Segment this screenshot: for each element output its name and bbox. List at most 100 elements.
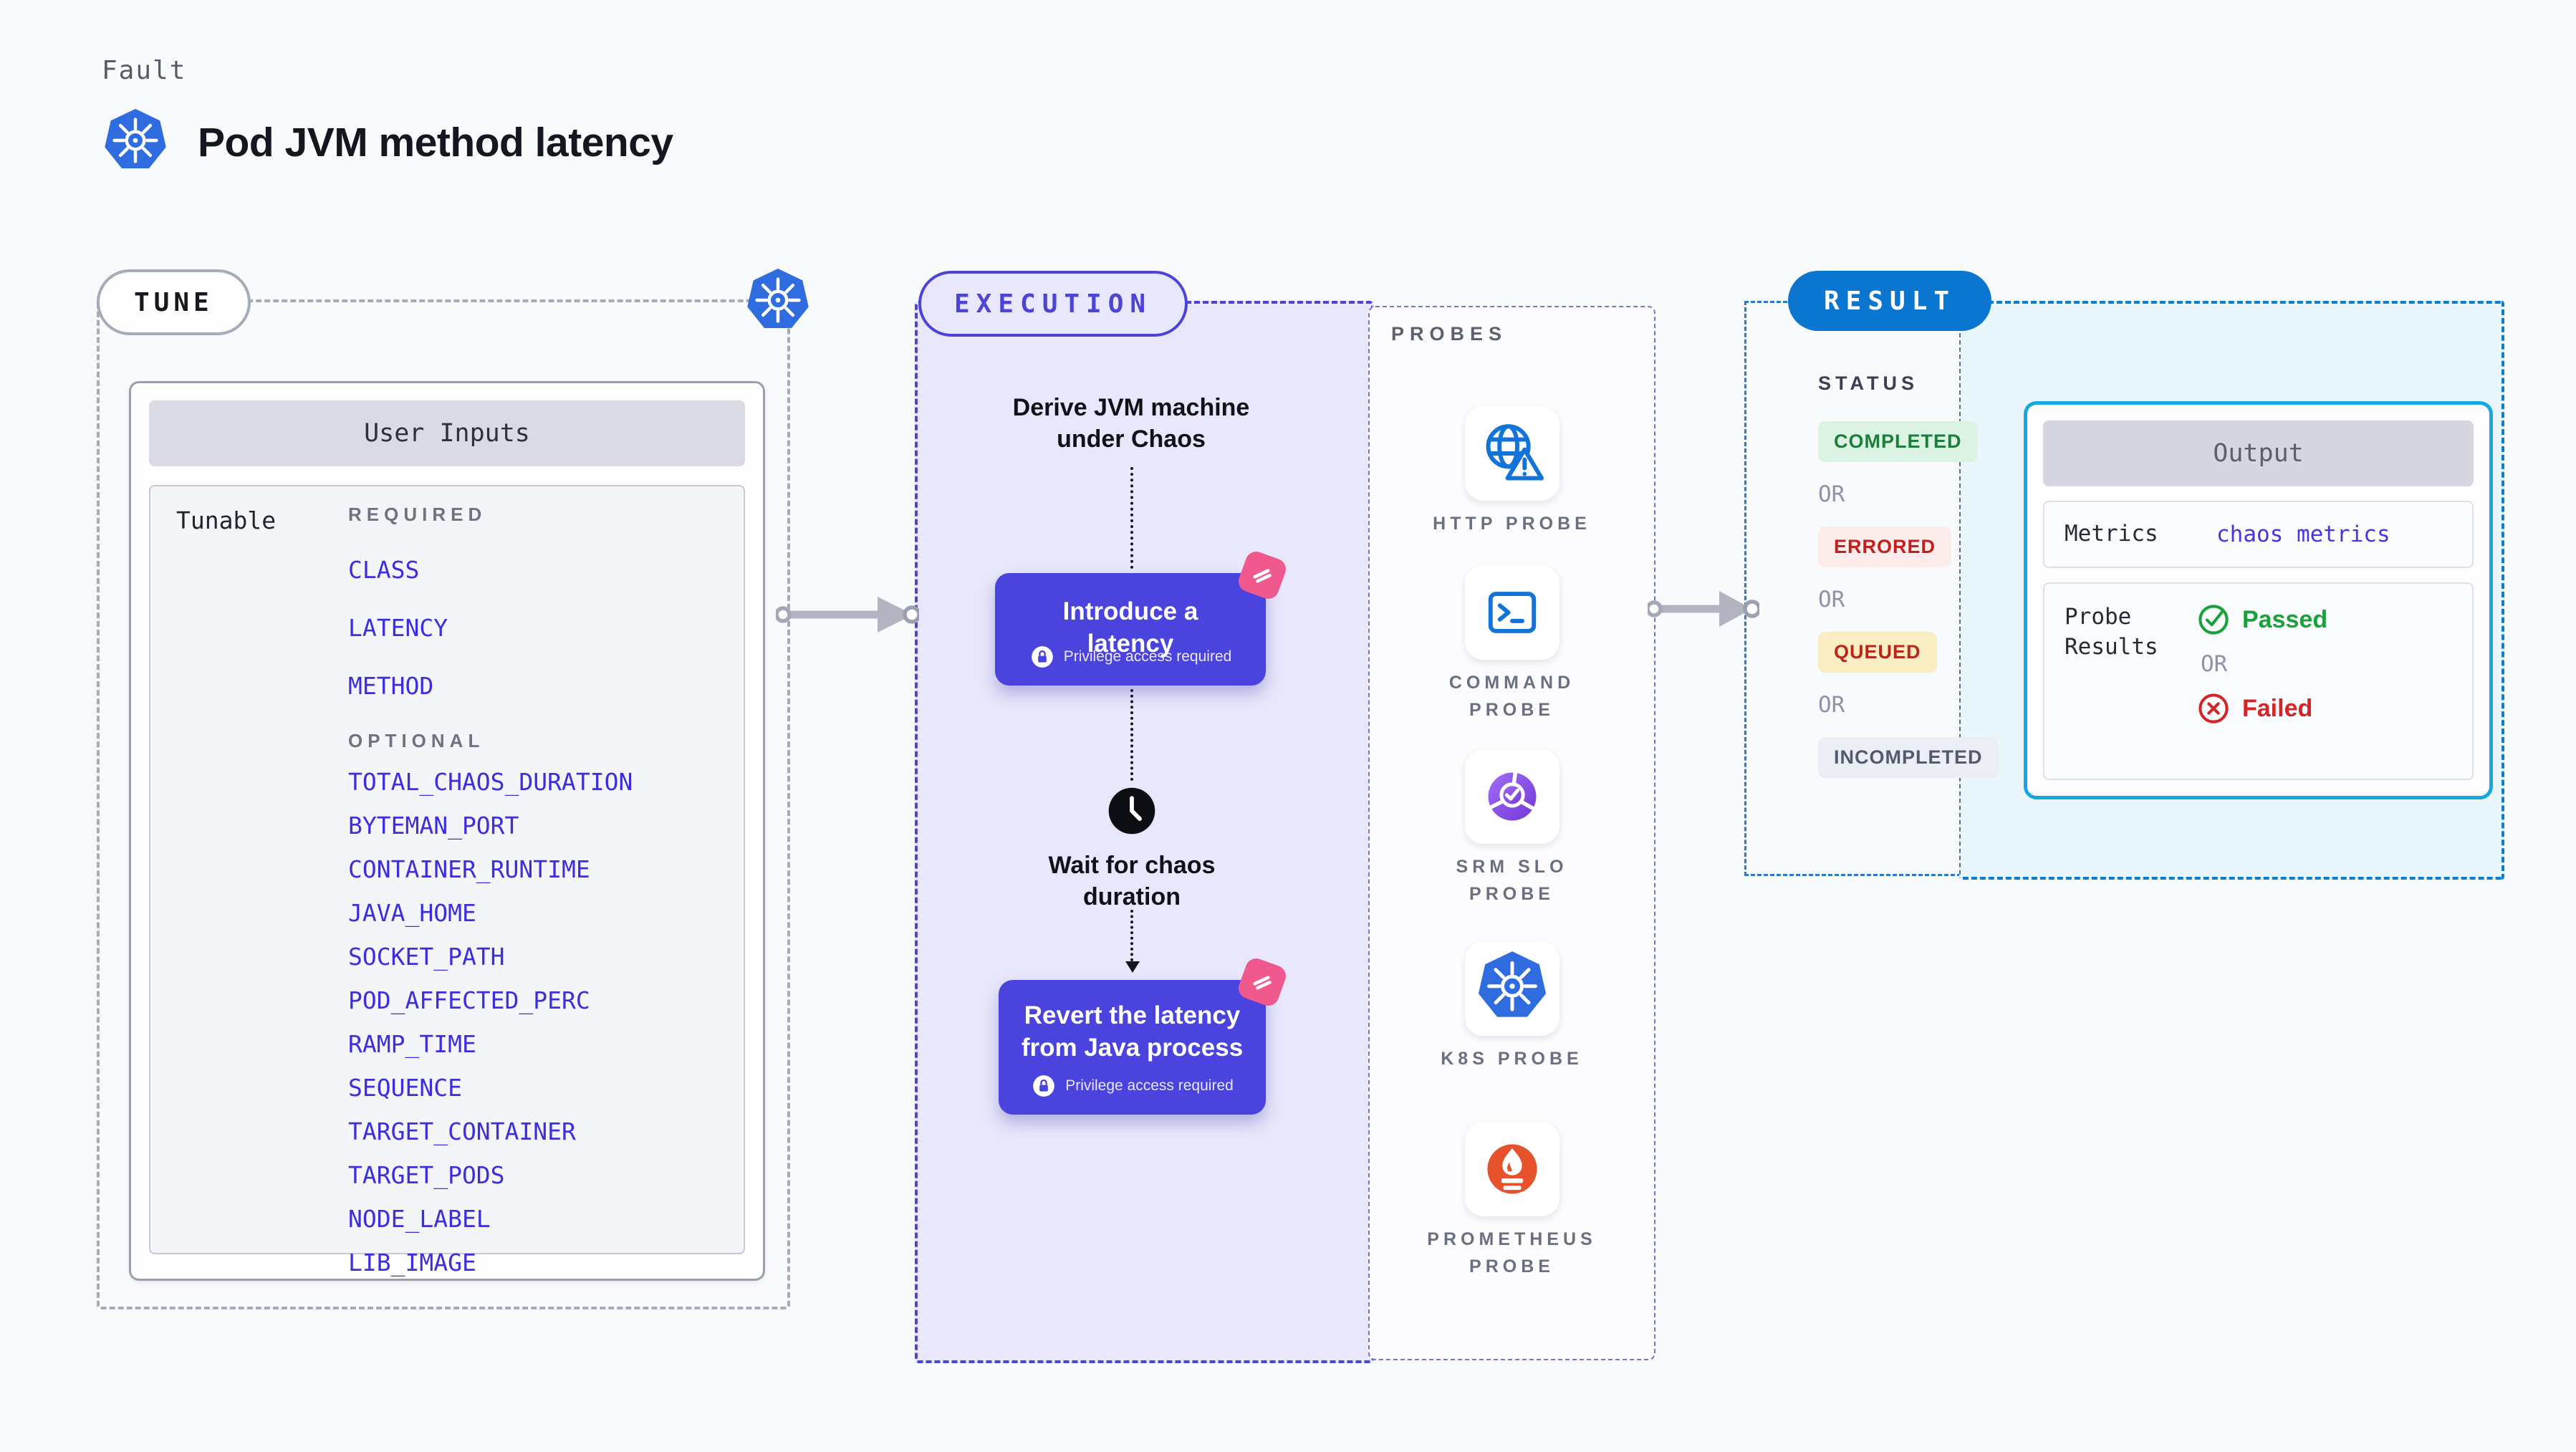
arrow-execution-to-result — [1648, 591, 1759, 627]
connector-introduce-to-wait — [1130, 689, 1133, 781]
tunable-row-label: Tunable — [176, 506, 277, 534]
failed-line: Failed — [2196, 691, 2327, 726]
passed-label: Passed — [2242, 605, 2328, 633]
execution-section-pill: EXECUTION — [918, 271, 1188, 337]
user-inputs-card: User Inputs Tunable REQUIRED CLASS LATEN… — [129, 381, 765, 1281]
execution-section-box — [915, 301, 1374, 1363]
x-circle-icon — [2196, 691, 2231, 726]
or-label: OR — [2201, 651, 2228, 677]
lock-icon — [1029, 644, 1055, 670]
probes-panel-label: PROBES — [1391, 323, 1508, 345]
arrow-tune-to-execution — [776, 597, 919, 633]
tune-section-box — [97, 299, 790, 1309]
globe-alert-icon — [1474, 415, 1551, 492]
tunable-groups: REQUIRED CLASS LATENCY METHOD OPTIONAL T… — [348, 504, 732, 1276]
probe-item: HTTP PROBE — [1370, 406, 1654, 538]
wait-for-chaos-text: Wait for chaos duration — [1048, 852, 1216, 911]
probe-results-row: Probe Results Passed OR Failed — [2043, 582, 2474, 780]
step-title: Introduce a latency — [1062, 597, 1198, 658]
tunable-group-label: REQUIRED — [348, 504, 487, 525]
status-list: COMPLETED OR ERRORED OR QUEUED OR INCOMP… — [1818, 421, 1999, 778]
fault-kicker: Fault — [102, 56, 187, 85]
connector-wait-to-revert — [1125, 910, 1140, 973]
or-label: OR — [1818, 692, 1845, 718]
status-badge: INCOMPLETED — [1818, 737, 1999, 778]
probe-icon-card — [1464, 565, 1559, 660]
probe-icon-card — [1464, 941, 1559, 1036]
probe-results-label: Probe Results — [2065, 604, 2158, 660]
k8s-icon — [1474, 950, 1551, 1027]
prometheus-icon — [1474, 1130, 1551, 1208]
probe-label: PROMETHEUS PROBE — [1427, 1229, 1597, 1276]
tunable-item[interactable]: POD_AFFECTED_PERC — [348, 986, 590, 1014]
status-badge: COMPLETED — [1818, 421, 1978, 462]
status-badge: QUEUED — [1818, 632, 1937, 673]
output-title: Output — [2043, 420, 2474, 486]
tunable-list-panel: Tunable REQUIRED CLASS LATENCY METHOD OP… — [149, 485, 745, 1276]
wait-clock — [1107, 787, 1156, 835]
tunable-item[interactable]: SEQUENCE — [348, 1074, 462, 1102]
kubernetes-icon — [743, 266, 813, 339]
or-label: OR — [1818, 587, 1845, 612]
step-title: Revert the latency from Java process — [1021, 1001, 1244, 1062]
kubernetes-icon — [100, 106, 170, 179]
probe-label: COMMAND PROBE — [1448, 673, 1575, 720]
probe-label: HTTP PROBE — [1433, 514, 1591, 534]
metrics-value: chaos metrics — [2216, 521, 2390, 547]
tunable-item[interactable]: BYTEMAN_PORT — [348, 812, 519, 840]
tunable-group: OPTIONAL TOTAL_CHAOS_DURATION BYTEMAN_PO… — [348, 730, 732, 1276]
tunable-item[interactable]: LATENCY — [348, 614, 448, 642]
probe-item: SRM SLO PROBE — [1370, 749, 1654, 908]
chaos-icon — [1242, 555, 1282, 595]
introduce-latency-card: Introduce a latency Privilege access req… — [995, 548, 1289, 686]
tunable-item[interactable]: TARGET_PODS — [348, 1161, 505, 1189]
probes-panel: PROBES HTTP PROBE COMMAND PROBE SRM SLO … — [1368, 306, 1655, 1360]
status-title: STATUS — [1818, 372, 1918, 394]
check-circle-icon — [2196, 602, 2231, 637]
probe-icon-card — [1464, 406, 1559, 501]
result-section-pill: RESULT — [1788, 271, 1992, 331]
output-card: Output Metrics chaos metrics Probe Resul… — [2024, 401, 2493, 799]
probe-item: PROMETHEUS PROBE — [1370, 1122, 1654, 1280]
probe-label: SRM SLO PROBE — [1456, 857, 1568, 904]
tunable-group-label: OPTIONAL — [348, 730, 485, 751]
tunable-item[interactable]: NODE_LABEL — [348, 1205, 491, 1233]
tunable-item[interactable]: CONTAINER_RUNTIME — [348, 855, 590, 883]
page-header: Pod JVM method latency — [100, 106, 673, 179]
probe-item: COMMAND PROBE — [1370, 565, 1654, 723]
tunable-item[interactable]: RAMP_TIME — [348, 1030, 476, 1058]
tunable-item[interactable]: SOCKET_PATH — [348, 943, 505, 971]
srm-icon — [1474, 758, 1551, 835]
privilege-note-text: Privilege access required — [1065, 1077, 1234, 1094]
tunable-item[interactable]: TOTAL_CHAOS_DURATION — [348, 768, 633, 796]
probe-results-values: Passed OR Failed — [2196, 602, 2327, 726]
probe-icon-card — [1464, 1122, 1559, 1216]
privilege-note: Privilege access required — [999, 1073, 1266, 1099]
passed-line: Passed — [2196, 602, 2327, 637]
revert-latency-card: Revert the latency from Java process Pri… — [999, 955, 1289, 1115]
clock-icon — [1107, 787, 1156, 835]
page-title: Pod JVM method latency — [198, 120, 673, 165]
tunable-item[interactable]: TARGET_CONTAINER — [348, 1117, 576, 1145]
metrics-label: Metrics — [2065, 521, 2158, 547]
privilege-note: Privilege access required — [995, 644, 1266, 670]
metrics-row: Metrics chaos metrics — [2043, 501, 2474, 568]
tunable-item[interactable]: LIB_IMAGE — [348, 1249, 476, 1276]
tune-section-pill: TUNE — [97, 269, 251, 335]
tunable-item[interactable]: JAVA_HOME — [348, 899, 476, 927]
lock-icon — [1031, 1073, 1057, 1099]
or-label: OR — [1818, 481, 1845, 507]
status-badge: ERRORED — [1818, 527, 1952, 567]
terminal-icon — [1474, 574, 1551, 651]
failed-label: Failed — [2242, 694, 2313, 722]
derive-jvm-text: Derive JVM machine under Chaos — [1012, 394, 1250, 453]
user-inputs-title: User Inputs — [149, 400, 745, 466]
tunable-item[interactable]: METHOD — [348, 672, 434, 700]
chaos-icon — [1242, 962, 1282, 1002]
probe-label: K8S PROBE — [1441, 1049, 1583, 1069]
tunable-item[interactable]: CLASS — [348, 556, 420, 584]
probe-item: K8S PROBE — [1370, 941, 1654, 1073]
connector-derive-to-introduce — [1130, 467, 1133, 569]
privilege-note-text: Privilege access required — [1063, 648, 1232, 665]
tunable-group: REQUIRED CLASS LATENCY METHOD — [348, 504, 732, 700]
